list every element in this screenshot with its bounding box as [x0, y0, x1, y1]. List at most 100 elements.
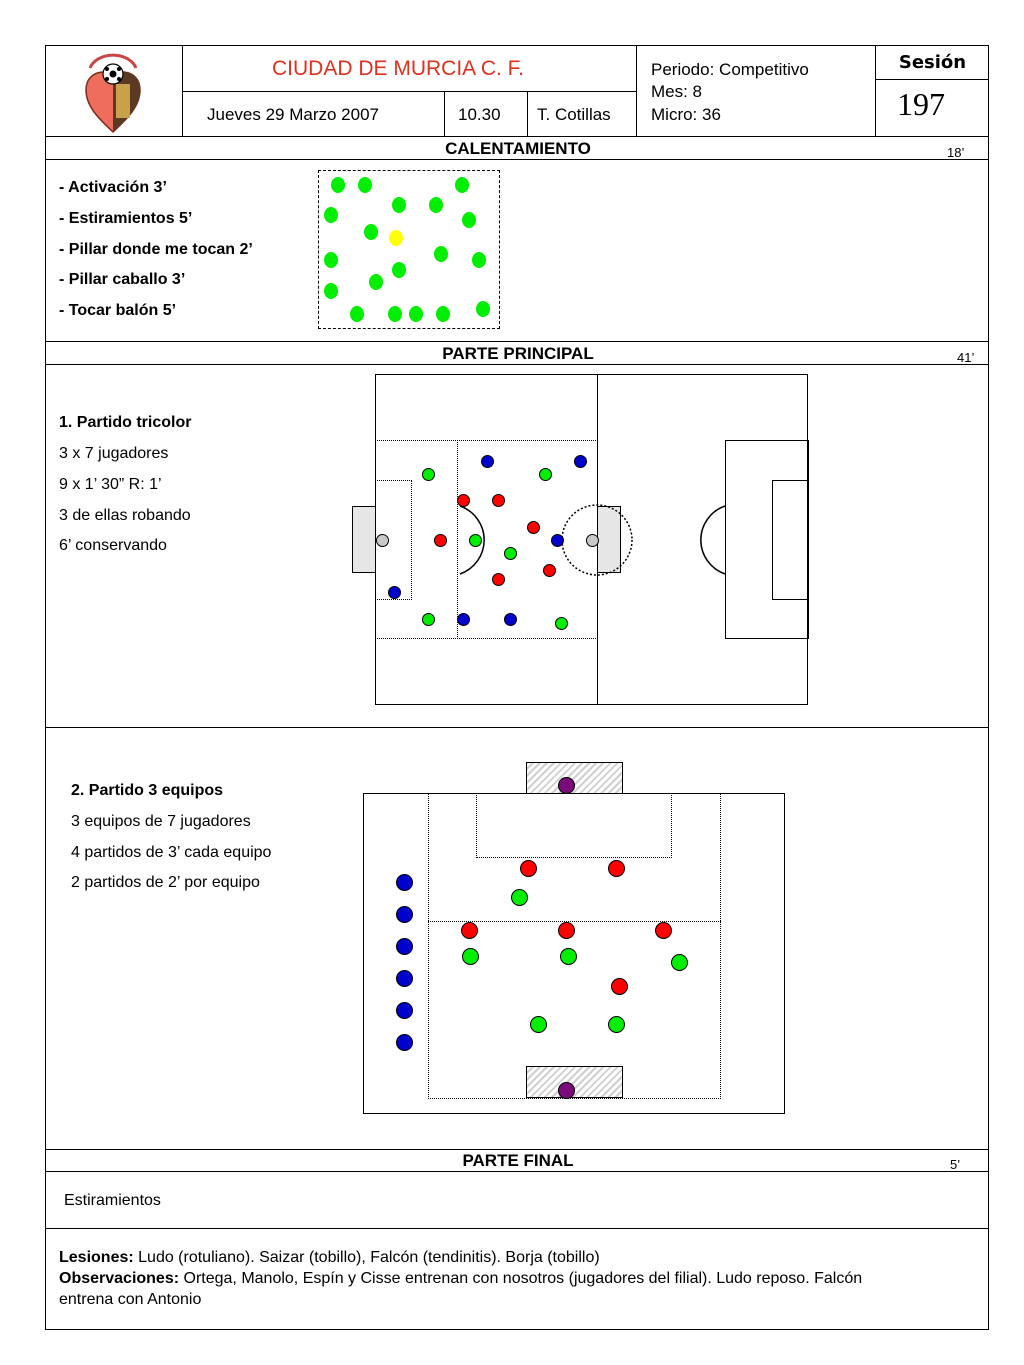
- section-divider: [45, 159, 989, 160]
- player-marker: [395, 937, 413, 955]
- section-divider: [45, 1171, 989, 1172]
- section-divider: [45, 1149, 989, 1150]
- goal-left: [352, 506, 376, 573]
- observaciones-text: Ortega, Manolo, Espín y Cisse entrenan c…: [183, 1270, 863, 1287]
- exercise2-line: 2 partidos de 2’ por equipo: [71, 874, 260, 891]
- header-divider: [444, 91, 445, 136]
- player-marker: [395, 969, 413, 987]
- calentamiento-title: CALENTAMIENTO: [445, 139, 591, 158]
- sesion-number: 197: [897, 86, 945, 122]
- player-marker: [331, 177, 345, 193]
- warmup-item: - Pillar donde me tocan 2’: [59, 241, 253, 258]
- parte-principal-duration: 41’: [957, 350, 975, 365]
- calentamiento-duration: 18’: [947, 145, 965, 160]
- observaciones-line: Observaciones: Ortega, Manolo, Espín y C…: [59, 1270, 862, 1288]
- section-divider: [45, 364, 989, 365]
- header-divider: [182, 91, 636, 92]
- section-divider: [45, 136, 989, 137]
- header-divider: [875, 45, 876, 136]
- player-marker: [456, 612, 470, 626]
- player-marker: [503, 546, 517, 560]
- player-marker: [395, 1033, 413, 1051]
- observaciones-continued: entrena con Antonio: [59, 1291, 202, 1308]
- header-divider: [527, 91, 528, 136]
- player-marker: [392, 262, 406, 278]
- warmup-item: - Tocar balón 5’: [59, 302, 177, 319]
- player-marker: [573, 454, 587, 468]
- player-marker: [324, 207, 338, 223]
- warmup-item: - Pillar caballo 3’: [59, 271, 186, 288]
- player-marker: [350, 306, 364, 322]
- player-marker: [460, 921, 478, 939]
- exercise2-title: 2. Partido 3 equipos: [71, 782, 224, 799]
- player-marker: [476, 301, 490, 317]
- lesiones-label: Lesiones:: [59, 1249, 134, 1266]
- exercise1-line: 3 de ellas robando: [59, 507, 191, 524]
- player-marker: [610, 977, 628, 995]
- player-marker: [510, 888, 528, 906]
- zone-divider: [457, 440, 458, 639]
- player-marker: [429, 197, 443, 213]
- player-marker: [559, 947, 577, 965]
- header-divider: [875, 79, 989, 80]
- warmup-item: - Activación 3’: [59, 179, 167, 196]
- player-marker: [369, 274, 383, 290]
- exercise1-line: 6’ conservando: [59, 537, 167, 554]
- player-marker: [421, 467, 435, 481]
- player-marker: [491, 493, 505, 507]
- player-marker: [503, 612, 517, 626]
- parte-final-duration: 5’: [950, 1157, 961, 1172]
- periodo-label: Periodo: Competitivo: [651, 60, 809, 79]
- player-marker: [557, 921, 575, 939]
- exercise2-line: 4 partidos de 3’ cada equipo: [71, 844, 272, 861]
- exercise-divider: [45, 727, 989, 728]
- parte-final-text: Estiramientos: [64, 1192, 161, 1209]
- player-marker: [550, 533, 564, 547]
- player-marker: [375, 533, 389, 547]
- exercise1-title: 1. Partido tricolor: [59, 414, 192, 431]
- player-marker: [557, 1081, 575, 1099]
- player-marker: [542, 563, 556, 577]
- header-divider: [182, 45, 183, 136]
- session-sheet: [45, 45, 989, 1330]
- player-marker: [529, 1015, 547, 1033]
- sesion-label: Sesión: [898, 52, 967, 73]
- section-divider: [45, 1228, 989, 1229]
- exercise1-line: 3 x 7 jugadores: [59, 445, 169, 462]
- player-marker: [585, 533, 599, 547]
- player-marker: [461, 947, 479, 965]
- parte-final-title: PARTE FINAL: [462, 1151, 574, 1170]
- player-marker: [409, 306, 423, 322]
- micro-label: Micro: 36: [651, 105, 721, 124]
- top-area: [476, 793, 672, 858]
- player-marker: [434, 246, 448, 262]
- player-marker: [395, 873, 413, 891]
- player-marker: [395, 1001, 413, 1019]
- player-marker: [670, 953, 688, 971]
- player-marker: [607, 859, 625, 877]
- player-marker: [421, 612, 435, 626]
- player-marker: [554, 616, 568, 630]
- session-time: 10.30: [458, 105, 501, 124]
- player-marker: [526, 520, 540, 534]
- exercise1-line: 9 x 1’ 30” R: 1’: [59, 476, 162, 493]
- player-marker: [388, 306, 402, 322]
- player-marker: [455, 177, 469, 193]
- player-marker: [491, 572, 505, 586]
- player-marker: [468, 533, 482, 547]
- coach-name: T. Cotillas: [537, 105, 611, 124]
- player-marker: [456, 493, 470, 507]
- player-marker: [324, 283, 338, 299]
- player-marker: [392, 197, 406, 213]
- zone-divider: [428, 921, 721, 922]
- player-marker: [433, 533, 447, 547]
- player-marker: [607, 1015, 625, 1033]
- player-marker: [462, 212, 476, 228]
- club-logo: [80, 50, 146, 134]
- lesiones-line: Lesiones: Ludo (rotuliano). Saizar (tobi…: [59, 1249, 600, 1267]
- warmup-area: [318, 170, 500, 329]
- header-divider: [636, 45, 637, 136]
- player-marker: [538, 467, 552, 481]
- exercise2-line: 3 equipos de 7 jugadores: [71, 813, 251, 830]
- player-marker: [358, 177, 372, 193]
